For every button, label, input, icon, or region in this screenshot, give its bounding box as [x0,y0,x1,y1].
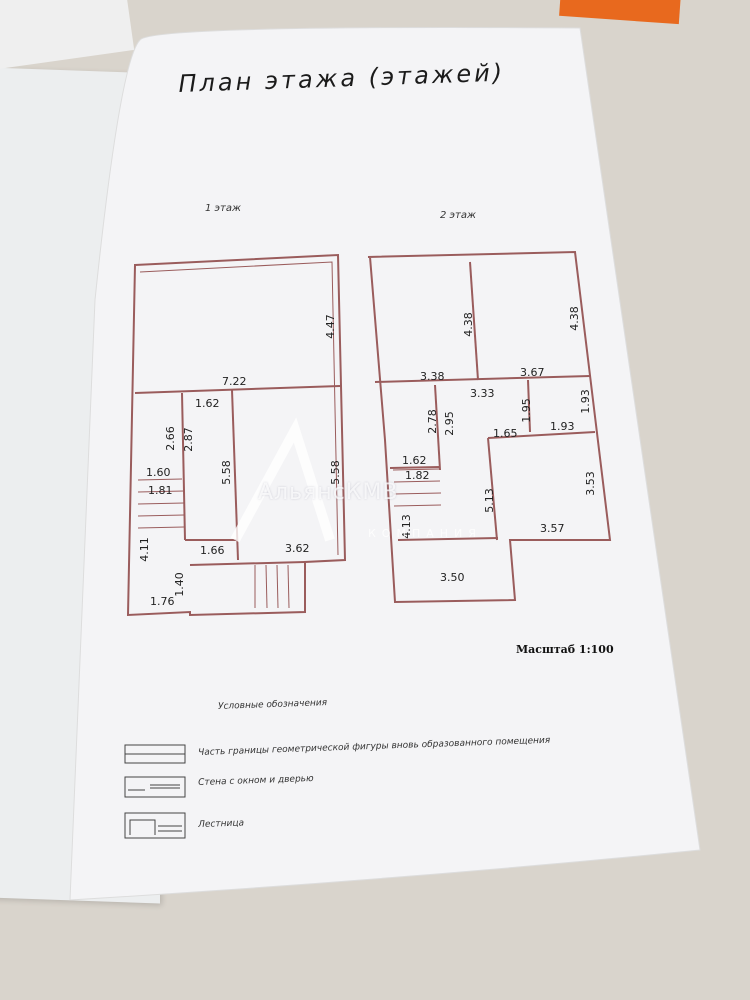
dim-label: 3.67 [520,366,545,379]
dim-label: 4.38 [461,312,475,337]
legend-item-stairs: Лестница [198,818,245,830]
legend-icons [124,744,186,839]
floor2-partition-v2 [434,384,441,471]
staircase-icon [124,812,186,839]
watermark-subtext: КОМПАНИЯ [368,527,482,540]
floor2-partition-v1 [469,261,479,381]
dim-label: 2.66 [163,426,177,451]
dim-label: 2.87 [181,427,195,452]
floor1-label: 1 этаж [205,203,241,214]
dim-label: 1.62 [402,454,427,467]
floor2-partition-h4 [397,537,499,541]
dim-label: 1.95 [519,398,533,423]
floor2-plan [367,250,612,604]
dim-label: 4.38 [567,306,581,331]
dim-label: 4.47 [323,314,337,339]
scale-label: Масштаб 1:100 [516,643,614,656]
floor2-partition-h3 [389,466,441,469]
dim-label: 1.60 [146,466,171,479]
watermark-logo-icon [230,417,335,543]
dim-label: 1.82 [405,469,430,482]
wall-window-door-icon [124,776,186,798]
floor1-outer-wall [126,253,347,617]
dim-label: 3.50 [440,571,465,584]
floor2-label: 2 этаж [440,210,476,221]
dim-label: 3.62 [285,542,310,555]
dim-label: 2.95 [442,411,456,436]
dim-label: 1.81 [148,484,173,497]
dim-label: 1.93 [550,420,575,433]
floor1-plan [126,253,347,617]
dim-label: 1.62 [195,397,220,410]
dim-label: 2.78 [425,409,439,434]
floor1-partition-v1 [181,392,186,541]
dim-label: 5.13 [482,488,496,513]
floor2-outer-wall [367,250,612,604]
dim-label: 1.40 [172,572,186,597]
dim-label: 1.93 [578,389,592,414]
dim-label: 3.38 [420,370,445,383]
floor1-partition-h3 [189,561,306,566]
floor2-partition-h [374,375,591,383]
dim-label: 4.11 [137,537,151,562]
watermark-text: АльянсКМВ [258,480,399,505]
dim-label: 1.65 [493,427,518,440]
floor2-partition-h2 [487,431,596,439]
dim-label: 3.53 [583,471,597,496]
floor1-inner-line [139,261,339,556]
floor1-stairs [137,478,290,609]
dim-label: 7.22 [222,375,247,388]
dim-label: 1.66 [200,544,225,557]
floor2-stairs [392,468,442,507]
floor1-partition-h [134,385,341,394]
dim-label: 3.33 [470,387,495,400]
dim-label: 1.76 [150,595,175,608]
dim-label: 3.57 [540,522,565,535]
floor2-partition-v3 [527,379,531,433]
floor2-partition-v4 [487,437,498,541]
paper-sheet [69,27,701,901]
dim-label: 5.58 [219,460,233,485]
